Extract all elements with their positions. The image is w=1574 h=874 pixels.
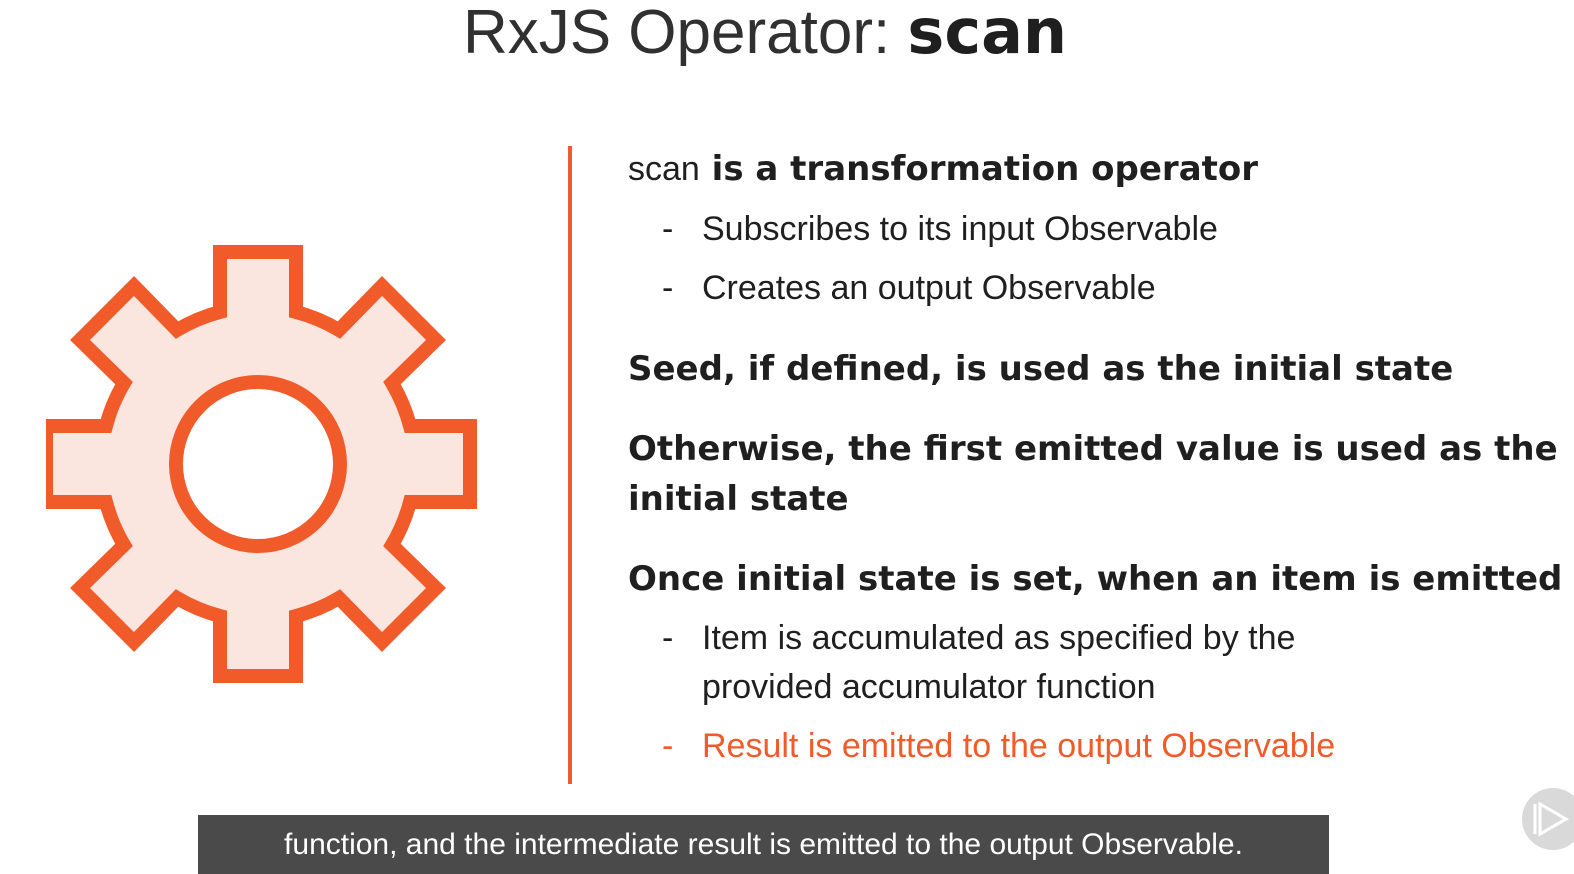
slide-title: RxJS Operator: scan bbox=[0, 0, 1530, 71]
sub-bullet-3-continued: provided accumulator function bbox=[662, 662, 1156, 712]
code-term: scan bbox=[628, 150, 700, 188]
title-prefix: RxJS Operator: bbox=[462, 0, 908, 67]
bullet-line-1-text: is a transformation operator bbox=[699, 149, 1259, 189]
play-button[interactable] bbox=[1522, 788, 1574, 850]
vertical-divider bbox=[568, 146, 572, 784]
sub-bullet-3-text-2: provided accumulator function bbox=[702, 668, 1156, 706]
bullet-line-4: Once initial state is set, when an item … bbox=[628, 559, 1563, 599]
subtitle-caption: function, and the intermediate result is… bbox=[198, 815, 1329, 874]
gear-graphic bbox=[39, 245, 477, 683]
sub-bullet-4-text: Result is emitted to the output Observab… bbox=[702, 727, 1336, 765]
sub-bullet-1: -Subscribes to its input Observable bbox=[662, 204, 1218, 254]
sub-bullet-1-text: Subscribes to its input Observable bbox=[702, 210, 1218, 248]
sub-bullet-3-text: Item is accumulated as specified by the bbox=[702, 619, 1296, 657]
bullet-line-3b: initial state bbox=[628, 479, 849, 519]
sub-bullet-3: -Item is accumulated as specified by the bbox=[662, 613, 1295, 663]
bullet-line-2: Seed, if defined, is used as the initial… bbox=[628, 349, 1454, 389]
bullet-line-3a: Otherwise, the first emitted value is us… bbox=[628, 429, 1558, 469]
gear-icon bbox=[39, 240, 494, 688]
dash-marker: - bbox=[662, 269, 674, 307]
dash-marker: - bbox=[662, 619, 674, 657]
dash-marker: - bbox=[662, 210, 674, 248]
play-icon bbox=[1533, 801, 1570, 837]
sub-bullet-2: -Creates an output Observable bbox=[662, 263, 1156, 313]
bullet-line-1: scan is a transformation operator bbox=[628, 144, 1258, 194]
sub-bullet-4-highlighted: -Result is emitted to the output Observa… bbox=[662, 721, 1335, 771]
sub-bullet-2-text: Creates an output Observable bbox=[702, 269, 1156, 307]
title-operator: scan bbox=[907, 0, 1068, 68]
dash-marker: - bbox=[662, 727, 674, 765]
